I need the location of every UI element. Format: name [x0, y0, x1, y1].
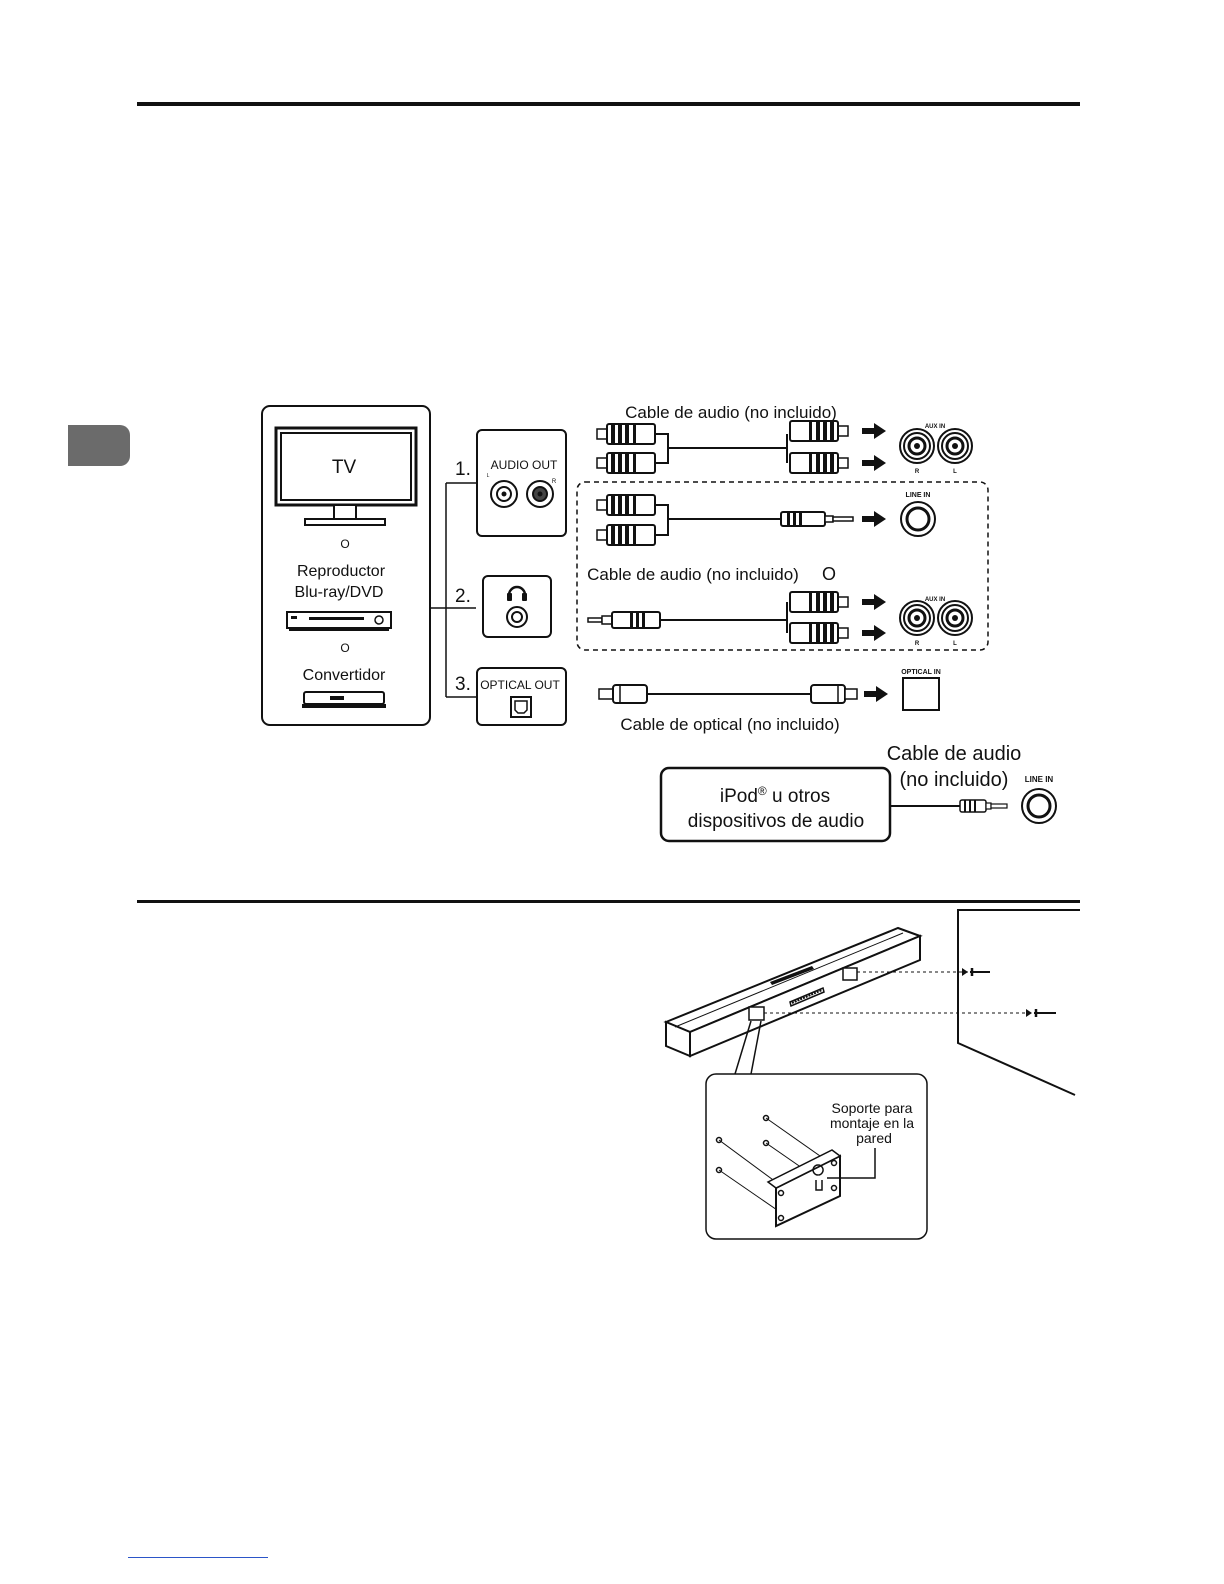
bluray-player-icon [286, 611, 392, 631]
line-in-jack [1020, 787, 1058, 825]
aux-in-l-jack [936, 427, 974, 465]
footnote-rule [128, 1557, 268, 1558]
arrow-icon [862, 511, 886, 527]
converter-label: Convertidor [303, 667, 386, 684]
audio-out-left-jack [490, 480, 518, 508]
bluray-label-line2: Blu-ray/DVD [295, 584, 384, 601]
aux-r-label-top: R [915, 469, 920, 475]
audio-out-r-label: R [552, 479, 557, 485]
output-connector-lines [430, 482, 476, 698]
bracket-label-leader [827, 1148, 876, 1179]
aux-in-r-jack [898, 599, 936, 637]
zoom-callout-lines [734, 1020, 762, 1075]
arrow-icon [862, 455, 886, 471]
aux-in-label-top: AUX IN [925, 424, 945, 430]
arrow-icon [864, 686, 888, 702]
rca-cable-1 [596, 420, 849, 474]
step-1-number: 1. [455, 459, 471, 480]
bluray-label-line1: Reproductor [297, 563, 386, 580]
audio-out-right-jack [526, 480, 554, 508]
arrow-icon [862, 625, 886, 641]
step-2-number: 2. [455, 586, 471, 607]
bracket-label-line3: pared [856, 1130, 892, 1146]
optical-in-label: OPTICAL IN [901, 669, 941, 676]
chapter-tab [68, 425, 130, 466]
ipod-label-line2: dispositivos de audio [688, 811, 864, 832]
rca-cable-label: Cable de audio (no incluido) [625, 403, 837, 422]
wall-outline [957, 909, 1080, 1096]
optical-out-port [510, 696, 532, 718]
ipod-audio-cable [890, 799, 1008, 813]
step-3-number: 3. [455, 674, 471, 695]
wall-bracket-illustration [715, 1114, 842, 1228]
aux-r-label-bottom: R [915, 641, 920, 647]
mixed-cable-label: Cable de audio (no incluido) [587, 565, 799, 584]
aux-l-label-top: L [953, 469, 957, 475]
headphone-jack [506, 606, 528, 628]
aux-in-r-jack [898, 427, 936, 465]
screw-guide-lines [764, 971, 1030, 1014]
headphone-cable-options-group [576, 481, 989, 651]
ipod-cable-label-line2: (no incluido) [900, 769, 1009, 791]
ipod-label-line1: iPod® u otros [720, 784, 830, 807]
audio-out-label: AUDIO OUT [491, 458, 558, 472]
bracket-detail-box [705, 1073, 928, 1240]
ipod-device-box [659, 766, 892, 843]
top-section-rule [137, 102, 1080, 106]
middle-section-rule [137, 900, 1080, 903]
optical-cable [598, 684, 858, 704]
line-in-jack [899, 500, 937, 538]
headphone-icon [507, 585, 527, 601]
bracket-label-line1: Soporte para [832, 1100, 913, 1116]
screw-icon [1026, 1009, 1056, 1017]
bracket-label-line2: montaje en la [830, 1115, 914, 1131]
or-word: O [822, 564, 836, 584]
aux-in-label-bottom: AUX IN [925, 597, 945, 603]
optical-out-label: OPTICAL OUT [480, 678, 560, 692]
converter-box-icon [302, 691, 386, 708]
or-label-1: O [340, 537, 349, 551]
ipod-cable-label-line1: Cable de audio [887, 743, 1022, 765]
arrow-icon [862, 594, 886, 610]
line-in-label-ipod: LINE IN [1025, 775, 1054, 784]
audio-out-panel [476, 429, 567, 537]
screw-icon [962, 968, 990, 976]
aux-l-label-bottom: L [953, 641, 957, 647]
minijack-to-rca-cable [587, 591, 849, 644]
audio-out-l-label: L [487, 473, 490, 479]
line-in-label-mid: LINE IN [906, 492, 931, 499]
arrow-icon [862, 423, 886, 439]
optical-cable-label: Cable de optical (no incluido) [620, 715, 839, 734]
rca-to-minijack-cable [596, 494, 854, 546]
or-label-2: O [340, 641, 349, 655]
tv-label: TV [332, 457, 357, 478]
soundbar-illustration [663, 926, 923, 1058]
tv-icon [274, 426, 418, 526]
aux-in-l-jack [936, 599, 974, 637]
optical-in-port [902, 677, 940, 711]
